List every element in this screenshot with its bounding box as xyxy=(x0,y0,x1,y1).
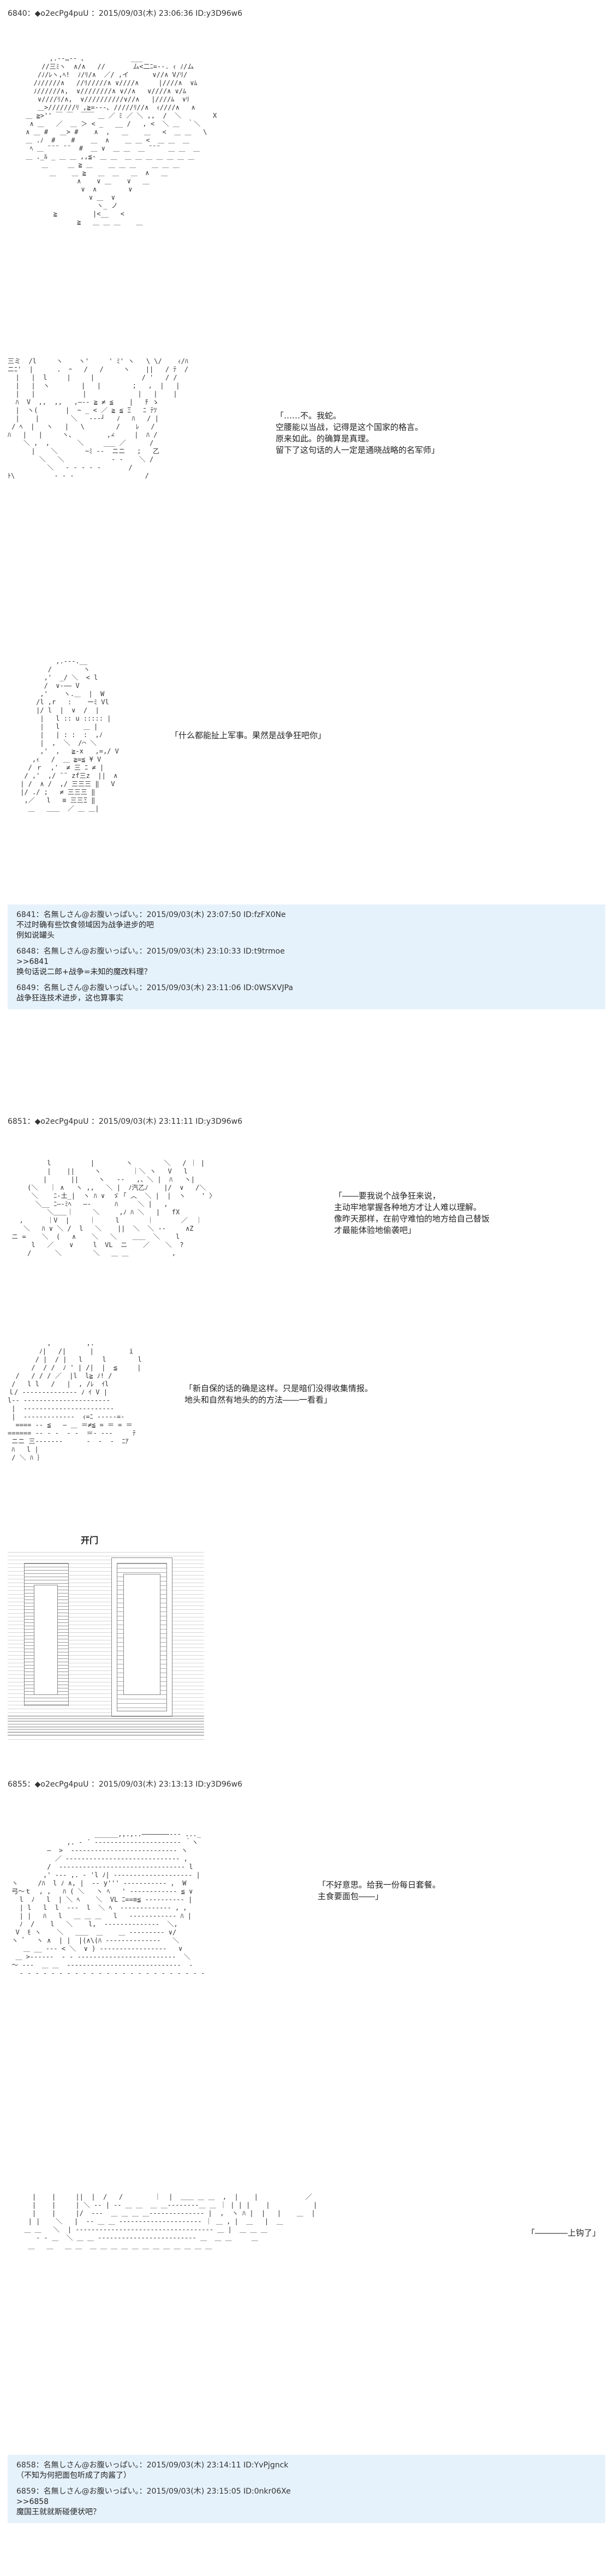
reply-box: 6841：名無しさん@お腹いっぱい。：2015/09/03(木) 23:07:5… xyxy=(8,904,605,1009)
panel-caption: 开门 xyxy=(81,1535,99,1545)
speech-bubble: 「新自保的话的确是这样。只是暗们没得收集情报。 地头和自然有地头的的方法――一看… xyxy=(184,1383,373,1406)
dialogue-line: 「――要我说个战争狂来说， xyxy=(334,1191,441,1201)
speech-bubble: 「什么都能扯上军事。果然是战争狂吧你」 xyxy=(170,730,326,741)
post-header-text: 6855：◆o2ecPg4puU ：2015/09/03(木) 23:13:13… xyxy=(8,1780,243,1789)
ascii-art-character: l | ヽ ＼ / ｜ | | || ヽ ｜＼ ヽ V l | || ヽ -‐ … xyxy=(11,1159,216,1257)
reply: 6858：名無しさん@お腹いっぱい。：2015/09/03(木) 23:14:1… xyxy=(16,2460,597,2481)
reply-body: >>6841 换句话说二郎+战争=未知的魔改料理？ xyxy=(16,957,152,977)
dialogue-line: 原来如此。的确算是真理。 xyxy=(276,434,374,444)
dialogue-line: 地头和自然有地头的的方法――一看看」 xyxy=(184,1395,332,1405)
reply-header: 6859：名無しさん@お腹いっぱい。：2015/09/03(木) 23:15:0… xyxy=(16,2487,291,2496)
speech-bubble: 「……不。我蛇。 空腰能以当战，记得是这个国家的格言。 原来如此。的确算是真理。… xyxy=(276,410,439,456)
reply-box: 6858：名無しさん@お腹いっぱい。：2015/09/03(木) 23:14:1… xyxy=(8,2455,605,2523)
ascii-art-character: 三ミ /l ヽ ヽ' ' ﾐ' ヽ \ \/ ｨ/ﾊ ニﾆ' | . ｰ / /… xyxy=(8,357,188,480)
reply: 6848：名無しさん@お腹いっぱい。：2015/09/03(木) 23:10:3… xyxy=(16,946,597,978)
dialogue-line: 「新自保的话的确是这样。只是暗们没得收集情报。 xyxy=(184,1383,373,1393)
reply: 6841：名無しさん@お腹いっぱい。：2015/09/03(木) 23:07:5… xyxy=(16,910,597,941)
reply-header: 6848：名無しさん@お腹いっぱい。：2015/09/03(木) 23:10:3… xyxy=(16,947,285,956)
reply-header: 6858：名無しさん@お腹いっぱい。：2015/09/03(木) 23:14:1… xyxy=(16,2461,289,2470)
post-header-text: 6840：◆o2ecPg4puU ：2015/09/03(木) 23:06:36… xyxy=(8,9,243,18)
speech-bubble: 「――――上钩了」 xyxy=(527,2227,600,2239)
ascii-art-character: ,.-‐…‐- 、 ___ //三ﾐヽ ∧/∧ // ム<二ﾆ=‐-. ｨ ﾉ/… xyxy=(26,55,217,226)
dialogue-line: 像昨天那样，在前守难怕的地方给自己替饭 xyxy=(334,1214,490,1224)
reply-header: 6841：名無しさん@お腹いっぱい。：2015/09/03(木) 23:07:5… xyxy=(16,910,286,919)
post-header: 6855：◆o2ecPg4puU ：2015/09/03(木) 23:13:13… xyxy=(8,1778,242,1789)
speech-bubble: 「不好意思。给我一份每日套餐。 主食要面包――」 xyxy=(318,1879,440,1902)
door-illustration xyxy=(8,1552,204,1743)
dialogue-line: 主动牢地掌握各种地方才让人难以理解。 xyxy=(334,1202,482,1212)
dialogue-line: 空腰能以当战，记得是这个国家的格言。 xyxy=(276,422,424,432)
post-header: 6851：◆o2ecPg4puU ：2015/09/03(木) 23:11:11… xyxy=(8,1116,242,1127)
reply: 6849：名無しさん@お腹いっぱい。：2015/09/03(木) 23:11:0… xyxy=(16,983,597,1004)
reply: 6859：名無しさん@お腹いっぱい。：2015/09/03(木) 23:15:0… xyxy=(16,2487,597,2518)
post-header-text: 6851：◆o2ecPg4puU ：2015/09/03(木) 23:11:11… xyxy=(8,1117,243,1126)
post-header: 6840：◆o2ecPg4puU ：2015/09/03(木) 23:06:36… xyxy=(8,8,242,19)
dialogue-line: 「不好意思。给我一份每日套餐。 xyxy=(318,1880,441,1890)
dialogue-line: 「――――上钩了」 xyxy=(527,2228,601,2238)
reply-body: 战争狂连技术进步，这也算事实 xyxy=(16,994,123,1003)
reply-body: （不知为何把面包听成了肉酱了） xyxy=(16,2471,131,2480)
dialogue-line: 才最能体验地偷袭吧」 xyxy=(334,1225,416,1235)
ascii-art-character: , ,. ﾉ| /| | i / | / | l l l / / / ﾉ ' |… xyxy=(8,1339,142,1461)
dialogue-line: 「……不。我蛇。 xyxy=(276,411,342,421)
ascii-art-character: ,.-‐-.__ / ヽ ,' _/ ＼ < l / ∨‐―― V ,' ヽ.＿… xyxy=(20,657,119,812)
reply-body: 不过时确有些饮食领域因为战争进步的吧 例如说罐头 xyxy=(16,921,154,940)
dialogue-line: 留下了这句话的人一定是通晓战略的名军师」 xyxy=(276,445,440,455)
reply-body: >>6858 魔国王就就斯碰便状吧？ xyxy=(16,2497,100,2517)
speech-bubble: 「――要我说个战争狂来说， 主动牢地掌握各种地方才让人难以理解。 像昨天那样，在… xyxy=(334,1190,490,1236)
dialogue-line: 「什么都能扯上军事。果然是战争狂吧你」 xyxy=(170,730,326,740)
reply-header: 6849：名無しさん@お腹いっぱい。：2015/09/03(木) 23:11:0… xyxy=(16,984,293,992)
ascii-art-character: ______,,.,..―――――――‐‐‐ ..._ ,. ‐ ´ ‐‐‐‐‐… xyxy=(11,1830,205,1977)
ascii-art-scene: | | || | / / ｜ | ＿＿ ＿ ＿ , | | ／ | | | ＼ … xyxy=(24,2193,318,2250)
dialogue-line: 主食要面包――」 xyxy=(318,1891,384,1901)
